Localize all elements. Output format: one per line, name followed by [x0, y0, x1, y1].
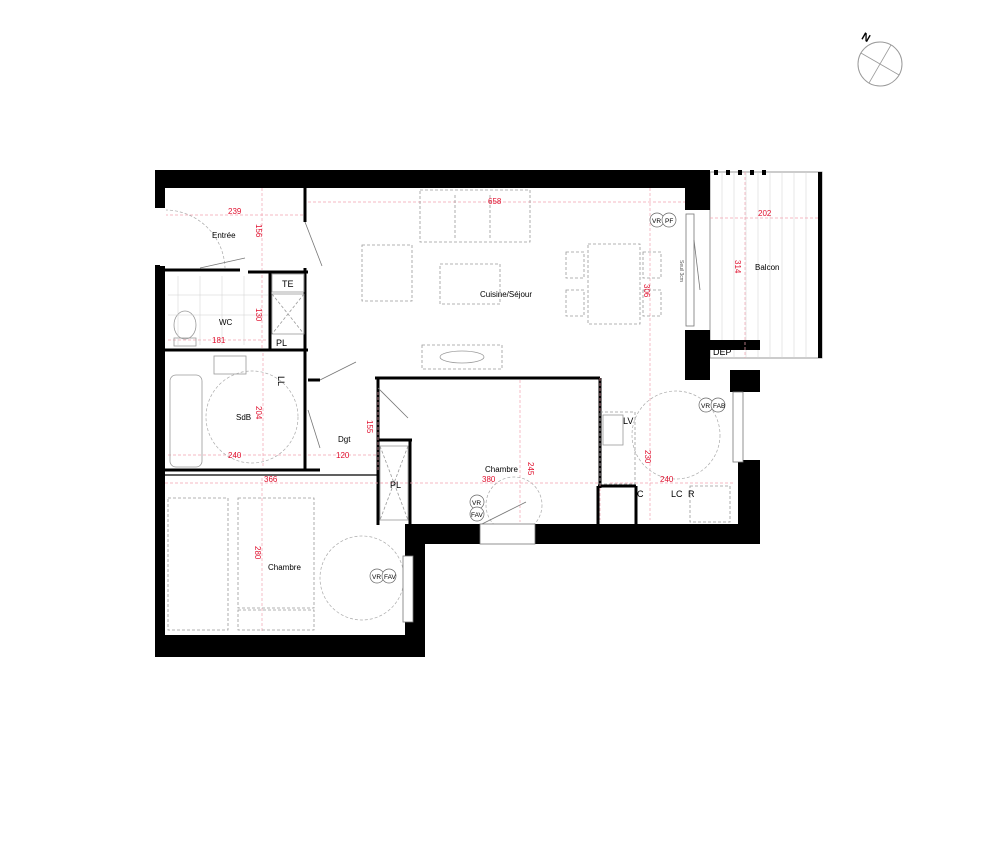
- dim-sejour-w: 658: [488, 197, 502, 206]
- svg-text:FAV: FAV: [384, 574, 396, 581]
- tag-seuil: Seuil 3cm: [678, 260, 684, 282]
- dim-sdb-h: 204: [254, 406, 263, 420]
- north-compass: N: [857, 31, 903, 87]
- tag-lv: LV: [623, 416, 633, 426]
- dim-entree-w: 239: [228, 207, 242, 216]
- furniture: [167, 189, 731, 631]
- symbol-vr-fav-2: VR FAV: [369, 568, 396, 584]
- svg-text:VR: VR: [372, 574, 381, 581]
- dim-sdb-w: 240: [228, 451, 242, 460]
- balcony: [709, 170, 823, 359]
- dim-wc-h: 130: [254, 308, 263, 322]
- dim-chambre1-h: 245: [526, 462, 535, 476]
- north-letter: N: [859, 31, 872, 45]
- dim-balcon-h: 314: [733, 260, 742, 274]
- svg-text:FAB: FAB: [713, 403, 725, 410]
- dim-dgt-w: 120: [336, 451, 350, 460]
- tag-c: C: [637, 489, 644, 499]
- tag-ll: LL: [276, 376, 286, 386]
- exterior-walls: [155, 170, 760, 657]
- dim-chambre2-h: 280: [253, 546, 262, 560]
- tag-lc: LC: [671, 489, 683, 499]
- dim-chambre2-w: 366: [264, 475, 278, 484]
- room-label-balcon: Balcon: [755, 263, 779, 272]
- svg-text:VR: VR: [701, 403, 710, 410]
- doors: [160, 208, 744, 623]
- symbol-vr-pf: VR PF: [649, 212, 677, 228]
- dim-wc-w: 181: [212, 336, 226, 345]
- svg-text:VR: VR: [472, 500, 481, 507]
- symbol-vr-fab: VR FAB: [698, 397, 726, 413]
- dim-sejour-h: 306: [642, 284, 651, 298]
- svg-text:PF: PF: [665, 218, 673, 225]
- room-label-sdb: SdB: [236, 413, 251, 422]
- room-label-sejour: Cuisine/Séjour: [480, 290, 532, 299]
- room-label-wc: WC: [219, 318, 233, 327]
- room-label-dgt: Dgt: [338, 435, 351, 444]
- room-label-chambre-1: Chambre: [485, 465, 518, 474]
- tag-pl-1: PL: [276, 338, 287, 348]
- svg-text:FAV: FAV: [471, 512, 483, 519]
- dim-entree-h: 156: [254, 224, 263, 238]
- dim-dgt-h: 155: [365, 420, 374, 434]
- tag-r: R: [688, 489, 695, 499]
- tag-te: TE: [282, 279, 294, 289]
- tag-pl-2: PL: [390, 480, 401, 490]
- dim-chambre1-w: 380: [482, 475, 496, 484]
- symbol-vr-fav-1: VR FAV: [469, 494, 485, 522]
- tag-dep: DEP: [713, 347, 732, 357]
- svg-text:VR: VR: [652, 218, 661, 225]
- room-label-chambre-2: Chambre: [268, 563, 301, 572]
- room-label-entree: Entrée: [212, 231, 236, 240]
- interior-walls: [165, 188, 638, 525]
- dim-kitchen-h: 230: [643, 450, 652, 464]
- dim-balcon-w: 202: [758, 209, 772, 218]
- dim-kitchen-w: 240: [660, 475, 674, 484]
